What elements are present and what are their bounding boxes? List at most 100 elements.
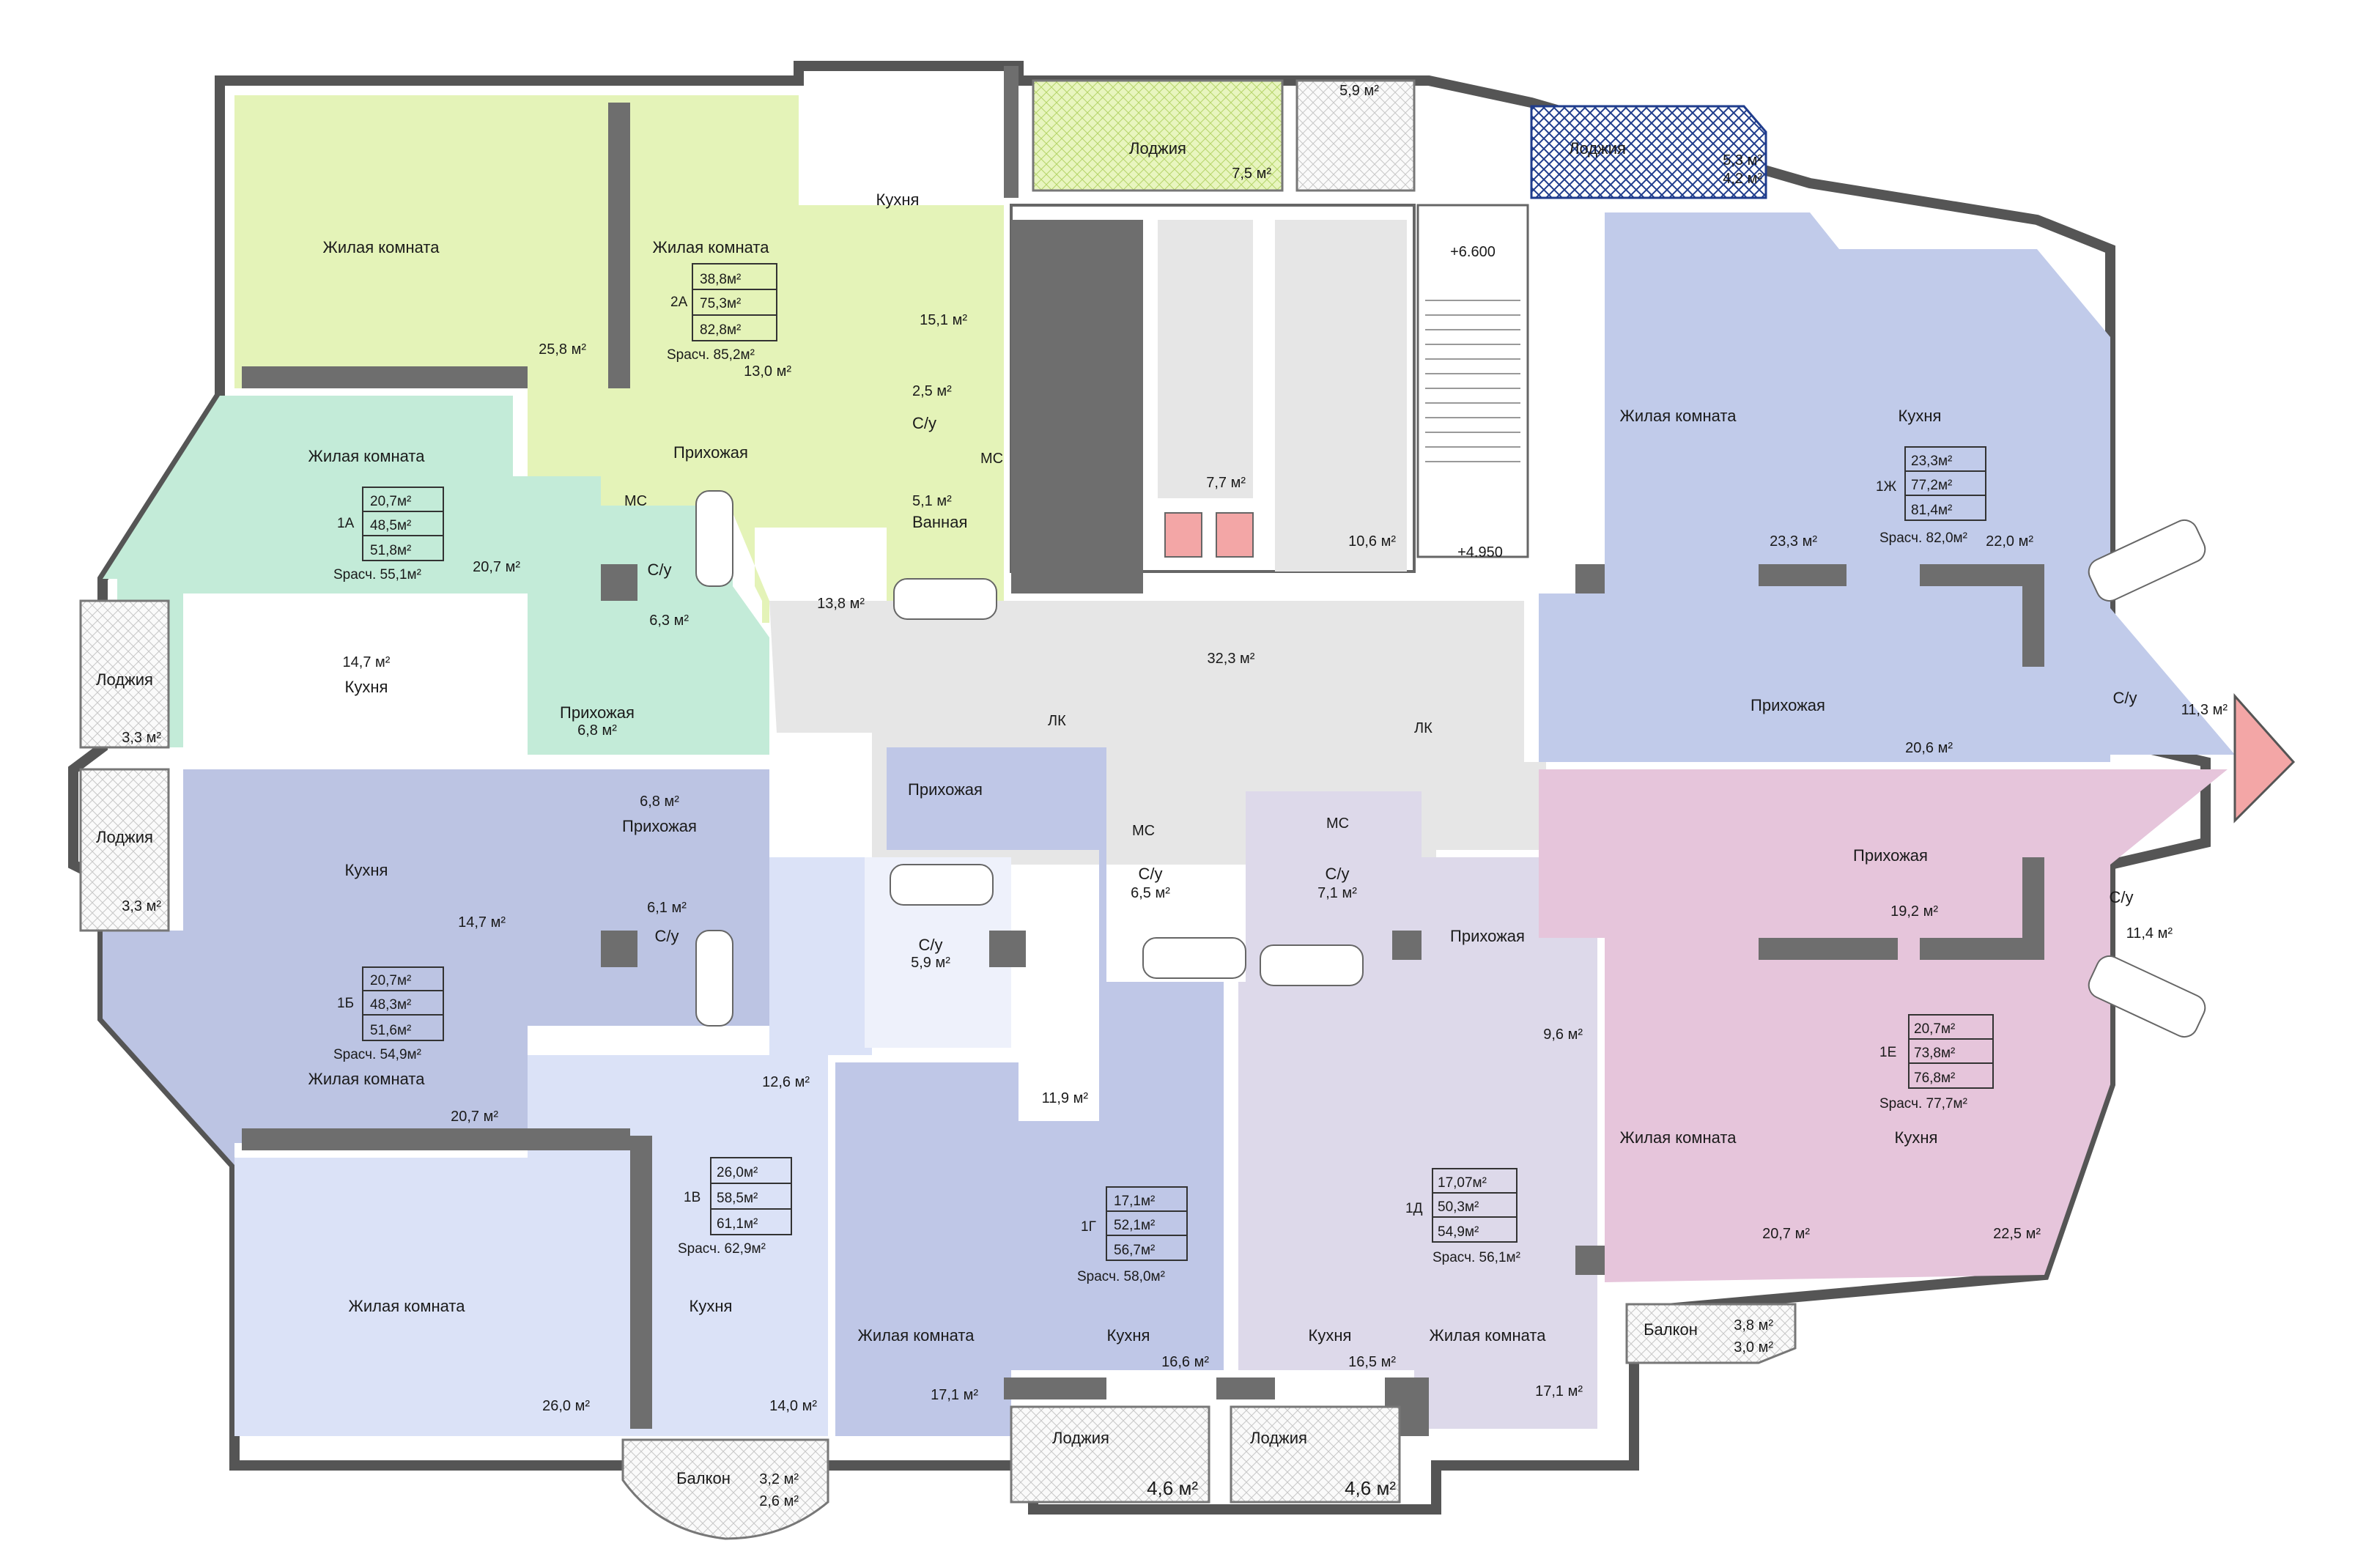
- row-1G-2: 52,1м²: [1114, 1218, 1155, 1233]
- staircase-area: 10,6 м²: [1348, 533, 1396, 550]
- level-top: +6.600: [1450, 244, 1496, 260]
- scalc-1G: Sрасч. 58,0м²: [1077, 1269, 1165, 1284]
- room-1E-balcony: Балкон: [1644, 1320, 1698, 1339]
- apartment-1Zh: [1530, 105, 2235, 762]
- area-1V-kitchen: 14,0 м²: [769, 1398, 817, 1414]
- area-1G-wc: 6,5 м²: [1131, 885, 1170, 901]
- room-2A-loggia: Лоджия: [1129, 139, 1186, 158]
- row-1B-2: 48,3м²: [370, 997, 411, 1013]
- area-1A-living: 20,7 м²: [473, 559, 520, 575]
- room-1G-kitchen: Кухня: [1107, 1326, 1150, 1345]
- staircase: [1416, 204, 1529, 558]
- mc-label-1D: МС: [1326, 816, 1349, 832]
- room-1A-wc: С/у: [648, 561, 672, 579]
- building-outline: [68, 61, 2211, 1515]
- room-2A-bath: Ванная: [912, 513, 967, 531]
- mc-label-1A: МС: [624, 493, 647, 509]
- loggia-1G: [1010, 1405, 1210, 1504]
- room-1Zh-loggia: Лоджия: [1569, 139, 1626, 158]
- area-1D-wc: 7,1 м²: [1317, 885, 1357, 901]
- summary-1E: 1Е 20,7м² 73,8м² 76,8м² Sрасч. 77,7м²: [1879, 1014, 1994, 1112]
- room-1A-kitchen: Кухня: [345, 678, 388, 696]
- area-1G-loggia: 4,6 м²: [1147, 1477, 1198, 1499]
- code-1E: 1Е: [1879, 1045, 1896, 1060]
- area-1Zh-wc: 11,3 м²: [2181, 702, 2228, 718]
- row-1G-1: 17,1м²: [1114, 1194, 1155, 1209]
- code-1Zh: 1Ж: [1876, 479, 1897, 495]
- scalc-1V: Sрасч. 62,9м²: [678, 1241, 766, 1257]
- area-1D-living: 17,1 м²: [1535, 1383, 1583, 1399]
- area-1Zh-living: 23,3 м²: [1770, 533, 1817, 550]
- area-1G-living: 17,1 м²: [931, 1387, 978, 1403]
- room-1Zh-wc: С/у: [2113, 689, 2137, 707]
- lift-lobby: [1158, 220, 1253, 498]
- code-1G: 1Г: [1081, 1219, 1096, 1235]
- bathtubs: [695, 490, 2206, 1038]
- area-1Zh-loggia-1: 5,3 м²: [1723, 152, 1762, 169]
- room-1E-living: Жилая комната: [1620, 1128, 1737, 1147]
- area-2A-kitchen: 15,1 м²: [920, 312, 967, 328]
- room-1G-wc: С/у: [1139, 865, 1163, 883]
- summary-1A: 1А 20,7м² 48,5м² 51,8м² Sрасч. 55,1м²: [333, 487, 444, 583]
- area-2A-wc: 2,5 м²: [912, 383, 952, 399]
- area-2A-living1: 25,8 м²: [539, 341, 586, 358]
- loggia-2A: [1032, 79, 1284, 192]
- scalc-1Zh: Sрасч. 82,0м²: [1879, 530, 1967, 546]
- room-2A-kitchen: Кухня: [876, 191, 920, 209]
- top-balcony-area: 5,9 м²: [1339, 83, 1379, 99]
- room-1B-hall: Прихожая: [622, 817, 697, 835]
- mc-label-1G: МС: [1132, 823, 1155, 839]
- room-1A-living: Жилая комната: [308, 447, 426, 465]
- room-1A-loggia: Лоджия: [96, 670, 153, 689]
- area-1B-loggia: 3,3 м²: [122, 898, 161, 914]
- scalc-1A: Sрасч. 55,1м²: [333, 567, 421, 583]
- row-1A-3: 51,8м²: [370, 543, 411, 558]
- row-1D-2: 50,3м²: [1438, 1199, 1479, 1215]
- room-1D-hall: Прихожая: [1450, 927, 1525, 945]
- staircase-hall: [1275, 220, 1407, 572]
- stair-flights: [1425, 300, 1520, 462]
- room-1V-balcony: Балкон: [676, 1469, 731, 1487]
- row-1Zh-3: 81,4м²: [1911, 503, 1952, 518]
- loggia-1Zh: [1530, 105, 1767, 199]
- row-1G-3: 56,7м²: [1114, 1243, 1155, 1258]
- summary-2A: 2А 38,8м² 75,3м² 82,8м² Sрасч. 85,2м²: [667, 263, 777, 363]
- room-1Zh-living: Жилая комната: [1620, 407, 1737, 425]
- balcony-1V: [621, 1438, 829, 1540]
- room-1E-wc: С/у: [2110, 888, 2134, 906]
- scalc-1E: Sрасч. 77,7м²: [1879, 1096, 1967, 1112]
- area-1V-balcony-2: 2,6 м²: [759, 1493, 799, 1509]
- code-1B: 1Б: [337, 996, 354, 1011]
- area-1E-living: 20,7 м²: [1762, 1226, 1810, 1242]
- room-2A-living1: Жилая комната: [323, 238, 440, 256]
- room-2A-hall: Прихожая: [673, 443, 748, 462]
- room-1V-kitchen: Кухня: [690, 1297, 733, 1315]
- area-1D-loggia: 4,6 м²: [1345, 1477, 1396, 1499]
- room-1D-kitchen: Кухня: [1309, 1326, 1352, 1345]
- room-1B-kitchen: Кухня: [345, 861, 388, 879]
- room-1G-loggia: Лоджия: [1052, 1429, 1109, 1447]
- row-1D-1: 17,07м²: [1438, 1175, 1487, 1191]
- code-1D: 1Д: [1405, 1201, 1423, 1216]
- area-1V-wc: 5,9 м²: [911, 955, 950, 971]
- scalc-1D: Sрасч. 56,1м²: [1433, 1250, 1520, 1265]
- row-1D-3: 54,9м²: [1438, 1224, 1479, 1240]
- summary-1V: 1В 26,0м² 58,5м² 61,1м² Sрасч. 62,9м²: [678, 1157, 792, 1257]
- room-1B-loggia: Лоджия: [96, 828, 153, 846]
- room-1Zh-hall: Прихожая: [1751, 696, 1825, 714]
- area-1E-balcony-1: 3,8 м²: [1734, 1317, 1773, 1334]
- lk-label-left: ЛК: [1048, 713, 1066, 729]
- summary-1Zh: 1Ж 23,3м² 77,2м² 81,4м² Sрасч. 82,0м²: [1876, 446, 1986, 546]
- room-1E-kitchen: Кухня: [1895, 1128, 1938, 1147]
- row-1E-1: 20,7м²: [1914, 1021, 1955, 1037]
- code-2A: 2А: [670, 295, 688, 310]
- row-2A-1: 38,8м²: [700, 272, 741, 287]
- row-1Zh-1: 23,3м²: [1911, 454, 1952, 469]
- loggia-1A: [79, 599, 170, 749]
- area-1D-kitchen: 16,5 м²: [1348, 1354, 1396, 1370]
- row-1V-2: 58,5м²: [717, 1191, 758, 1206]
- row-1E-2: 73,8м²: [1914, 1046, 1955, 1061]
- apartment-1A: [79, 396, 769, 755]
- area-1E-balcony-2: 3,0 м²: [1734, 1339, 1773, 1356]
- room-1V-living: Жилая комната: [349, 1297, 466, 1315]
